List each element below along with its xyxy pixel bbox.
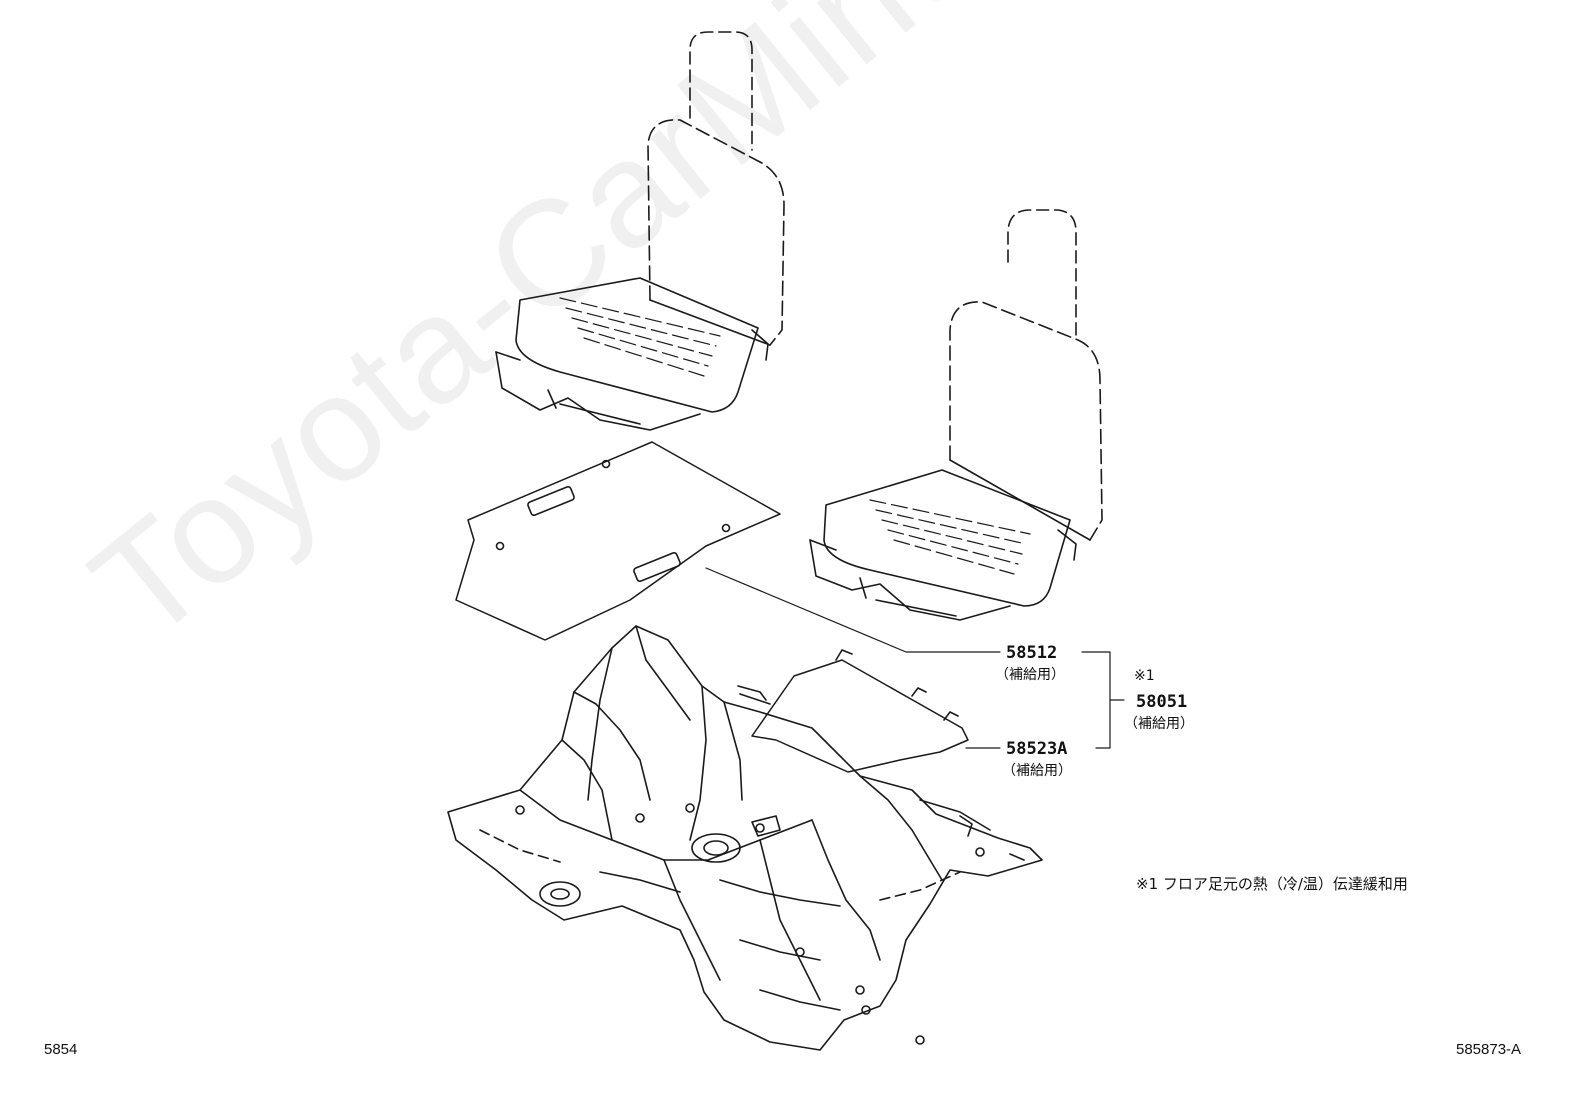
part-number-58051: 58051 [1136,692,1188,712]
part-number-58512: 58512 [1006,643,1058,663]
silencer-58523a-illustration [751,649,969,773]
footnote-marker-58051: ※1 [1134,668,1155,684]
floor-pan-illustration [447,625,1043,1051]
floor-silencer-illustration [455,441,781,641]
seat-left-illustration [495,31,785,431]
seat-right-illustration [809,209,1103,621]
part-note-58512: （補給用） [995,667,1065,683]
footnote-text: ※1 フロア足元の熱（冷/温）伝達緩和用 [1136,875,1408,893]
corner-code-left: 5854 [44,1041,78,1058]
corner-code-right: 585873-A [1456,1041,1522,1058]
part-note-58051: （補給用） [1124,716,1194,732]
leader-lines [705,567,1125,749]
part-number-58523a: 58523A [1006,739,1068,759]
part-note-58523a: （補給用） [1002,763,1072,779]
